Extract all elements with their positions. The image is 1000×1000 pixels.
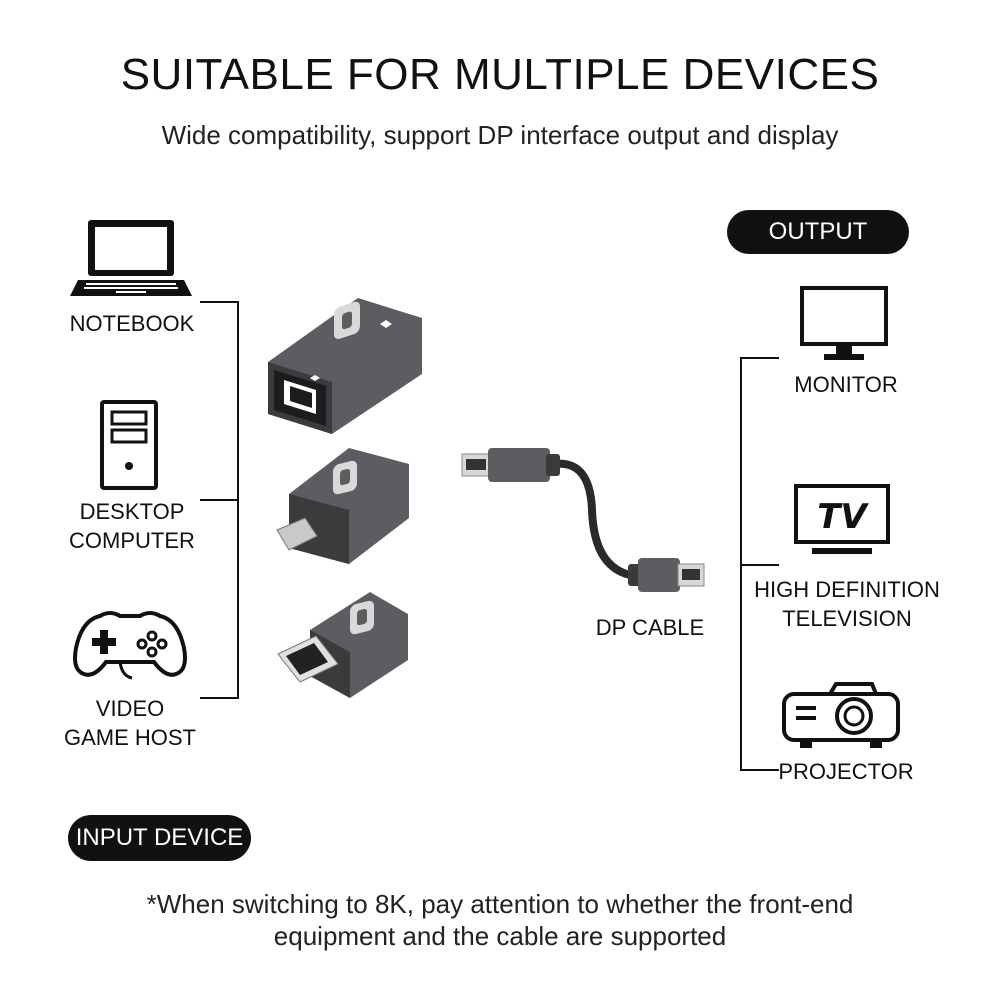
desktop-computer-label: DESKTOP COMPUTER bbox=[69, 499, 195, 553]
tv-icon-text: TV bbox=[817, 497, 869, 537]
dp-cable bbox=[461, 448, 705, 592]
hdtv-label: HIGH DEFINITION TELEVISION bbox=[754, 577, 940, 631]
dp-logo-icon bbox=[333, 460, 357, 495]
output-device-pill: OUTPUT DEVICE bbox=[727, 210, 909, 289]
dp-cable-label: DP CABLE bbox=[595, 615, 705, 640]
page-title: SUITABLE FOR MULTIPLE DEVICES bbox=[120, 50, 880, 99]
notebook-label: NOTEBOOK bbox=[69, 311, 195, 336]
page-subtitle: Wide compatibility, support DP interface… bbox=[161, 120, 839, 150]
projector-icon bbox=[782, 682, 900, 748]
laptop-icon bbox=[70, 220, 192, 296]
monitor-label: MONITOR bbox=[794, 372, 898, 397]
dp-logo-icon bbox=[334, 301, 360, 339]
video-game-host-label: VIDEO GAME HOST bbox=[63, 696, 196, 750]
gamepad-icon bbox=[73, 611, 187, 680]
mini-dp-adapter bbox=[276, 448, 409, 564]
dp-logo-icon bbox=[350, 600, 374, 635]
monitor-icon bbox=[800, 286, 888, 360]
projector-label: PROJECTOR bbox=[778, 759, 914, 784]
desktop-tower-icon bbox=[100, 400, 158, 490]
dp-male-adapter bbox=[277, 592, 408, 698]
tv-icon: TV bbox=[794, 484, 890, 554]
footer-note: *When switching to 8K, pay attention to … bbox=[146, 889, 854, 951]
dp-female-adapter bbox=[268, 298, 422, 434]
input-device-pill: INPUT DEVICE bbox=[68, 815, 251, 861]
